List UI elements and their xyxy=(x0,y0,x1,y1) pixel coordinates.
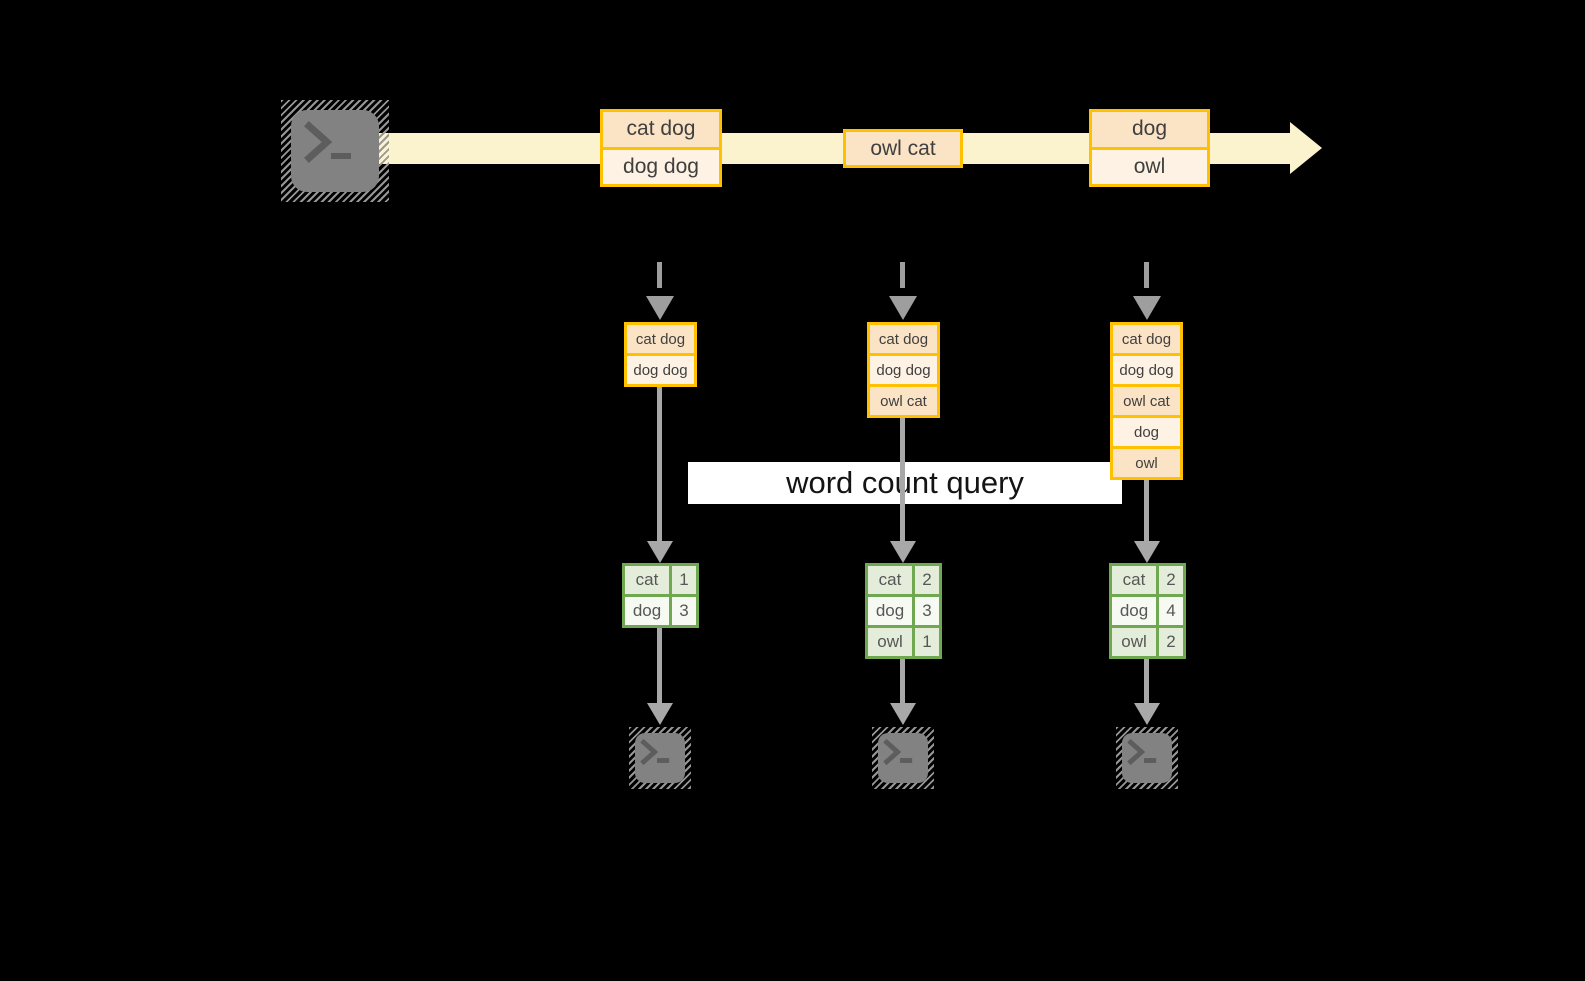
output-arrow-line xyxy=(900,659,905,703)
word-cell: dog xyxy=(1112,597,1156,625)
batch-arrow-dash xyxy=(657,262,662,288)
buffer-row: owl cat xyxy=(870,384,937,415)
event-row: cat dog xyxy=(603,112,719,147)
batch-arrow-dash xyxy=(1144,262,1149,288)
stream-arrowhead-icon xyxy=(1290,122,1322,174)
buffer-row: cat dog xyxy=(627,325,694,353)
word-cell: owl xyxy=(1112,628,1156,656)
word-cell: dog xyxy=(625,597,669,625)
output-arrowhead-icon xyxy=(1134,703,1160,725)
buffer-row: dog dog xyxy=(870,353,937,384)
buffer-row: cat dog xyxy=(1113,325,1180,353)
buffer-row: cat dog xyxy=(870,325,937,353)
output-arrow-line xyxy=(1144,659,1149,703)
buffer-row: owl cat xyxy=(1113,384,1180,415)
count-cell: 2 xyxy=(915,566,939,594)
buffer-row: dog xyxy=(1113,415,1180,446)
stream-event-box-2: owl cat xyxy=(843,129,963,168)
word-cell: cat xyxy=(1112,566,1156,594)
batch-arrowhead-icon xyxy=(889,296,917,320)
result-table-1: cat 1 dog 3 xyxy=(622,563,699,628)
output-arrowhead-icon xyxy=(647,703,673,725)
terminal-prompt-glyph-icon xyxy=(1127,738,1157,766)
input-buffer-box-1: cat dog dog dog xyxy=(624,322,697,387)
event-row: dog dog xyxy=(603,146,719,184)
word-count-query-band: word count query xyxy=(688,462,1122,504)
query-arrowhead-icon xyxy=(647,541,673,563)
count-cell: 1 xyxy=(672,566,696,594)
stream-event-box-1: cat dog dog dog xyxy=(600,109,722,187)
query-arrowhead-icon xyxy=(1134,541,1160,563)
count-cell: 3 xyxy=(915,597,939,625)
query-arrowhead-icon xyxy=(890,541,916,563)
stream-event-box-3: dog owl xyxy=(1089,109,1210,187)
terminal-prompt-glyph-icon xyxy=(304,121,351,163)
batch-arrowhead-icon xyxy=(1133,296,1161,320)
word-cell: cat xyxy=(625,566,669,594)
count-cell: 2 xyxy=(1159,628,1183,656)
count-cell: 1 xyxy=(915,628,939,656)
terminal-prompt-glyph-icon xyxy=(640,738,670,766)
event-row: owl cat xyxy=(846,132,960,165)
word-cell: cat xyxy=(868,566,912,594)
event-row: dog xyxy=(1092,112,1207,147)
query-arrow-line xyxy=(1144,480,1149,541)
word-cell: owl xyxy=(868,628,912,656)
output-arrowhead-icon xyxy=(890,703,916,725)
result-table-3: cat 2 dog 4 owl 2 xyxy=(1109,563,1186,659)
terminal-source-icon xyxy=(281,100,389,202)
input-buffer-box-3: cat dog dog dog owl cat dog owl xyxy=(1110,322,1183,480)
query-label: word count query xyxy=(786,465,1024,500)
count-cell: 2 xyxy=(1159,566,1183,594)
query-arrow-line xyxy=(657,387,662,541)
word-cell: dog xyxy=(868,597,912,625)
buffer-row: dog dog xyxy=(1113,353,1180,384)
batch-arrowhead-icon xyxy=(646,296,674,320)
terminal-sink-icon-1 xyxy=(629,727,691,789)
result-table-2: cat 2 dog 3 owl 1 xyxy=(865,563,942,659)
terminal-prompt-glyph-icon xyxy=(883,738,913,766)
count-cell: 4 xyxy=(1159,597,1183,625)
input-buffer-box-2: cat dog dog dog owl cat xyxy=(867,322,940,418)
buffer-row: dog dog xyxy=(627,353,694,384)
query-arrow-line xyxy=(900,418,905,541)
terminal-sink-icon-2 xyxy=(872,727,934,789)
buffer-row: owl xyxy=(1113,446,1180,477)
terminal-sink-icon-3 xyxy=(1116,727,1178,789)
event-row: owl xyxy=(1092,146,1207,184)
terminal-body xyxy=(291,110,379,192)
count-cell: 3 xyxy=(672,597,696,625)
batch-arrow-dash xyxy=(900,262,905,288)
output-arrow-line xyxy=(657,628,662,703)
